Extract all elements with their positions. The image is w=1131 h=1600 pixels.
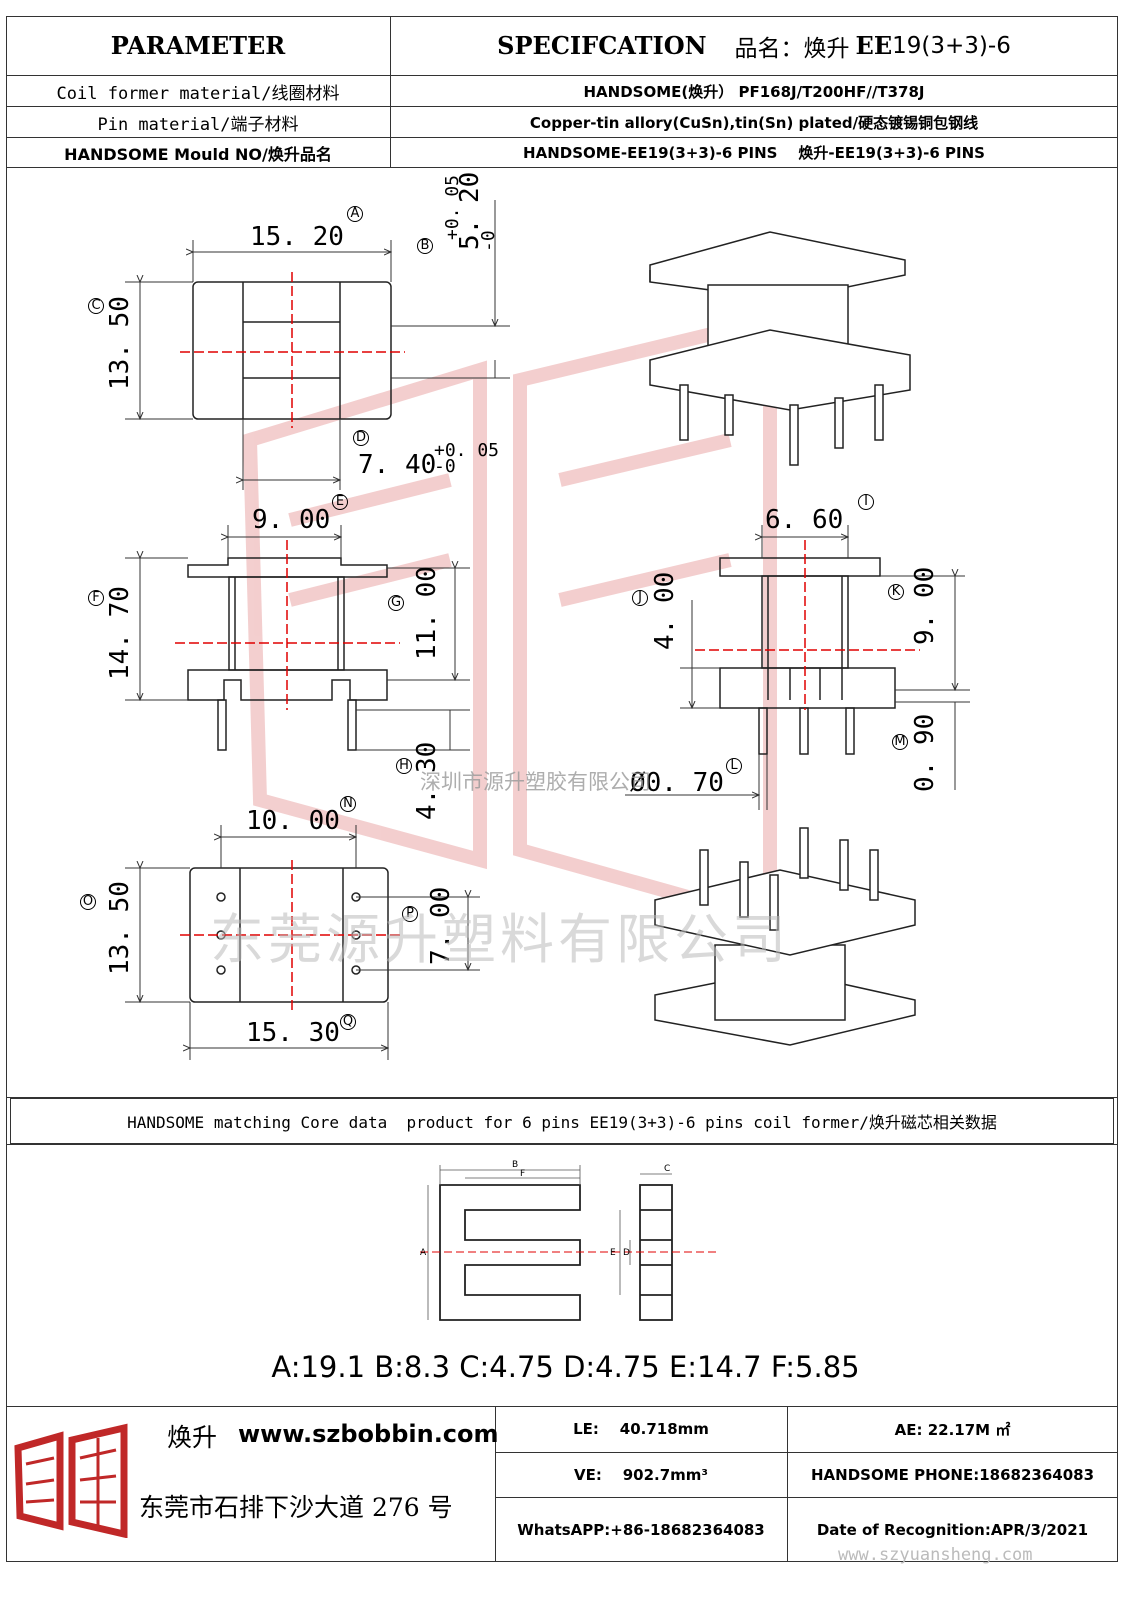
- footer-brand: 焕升: [167, 1423, 218, 1452]
- footer-phone: HANDSOME PHONE:18682364083: [810, 1465, 1095, 1484]
- marker-k: K: [888, 584, 904, 600]
- mould-no-label: HANDSOME Mould NO/焕升品名: [64, 144, 332, 164]
- marker-n: N: [340, 796, 356, 812]
- dim-d-tol-minus: -0: [434, 456, 456, 477]
- footer-ve: VE: 902.7mm³: [573, 1465, 709, 1484]
- side-view: [719, 557, 896, 755]
- marker-h: H: [396, 758, 412, 774]
- core-label-e: E: [610, 1248, 616, 1258]
- front-view-dims: [125, 525, 470, 751]
- marker-m: M: [892, 734, 908, 750]
- parameter-heading: PARAMETER: [110, 31, 286, 60]
- page-frame: [6, 16, 1118, 1562]
- marker-b: B: [417, 238, 433, 254]
- dim-d: 7. 40: [358, 450, 437, 480]
- specification-label: SPECIFCATION: [497, 31, 707, 60]
- isometric-top: [649, 231, 911, 466]
- dim-b-tol-minus: -0: [478, 230, 499, 252]
- brand-logo: [14, 1423, 128, 1538]
- side-view-centerlines: [695, 540, 920, 710]
- dim-a: 15. 20: [250, 222, 344, 252]
- dim-c: 13. 50: [105, 296, 135, 390]
- dim-o: 13. 50: [105, 881, 135, 975]
- dim-k: 9. 00: [910, 566, 940, 645]
- core-label-f: F: [520, 1169, 525, 1179]
- dim-l: Ø0. 70: [630, 768, 724, 798]
- dim-i: 6. 60: [765, 505, 844, 535]
- marker-q: Q: [340, 1014, 356, 1030]
- bottom-view-centerlines: [180, 860, 400, 1010]
- watermark-company-large: 东莞源升塑料有限公司: [210, 908, 790, 971]
- spec-row-coil: Coil former material/线圈材料 HANDSOME(焕升） P…: [6, 76, 1118, 107]
- core-label-b: B: [512, 1160, 518, 1170]
- dim-e: 9. 00: [252, 505, 331, 535]
- dim-f: 14. 70: [105, 586, 135, 680]
- dim-d-tol-plus: +0. 05: [434, 440, 500, 461]
- top-view-centerlines: [180, 272, 405, 428]
- dim-j: 4. 00: [650, 571, 680, 650]
- footer-website: www.szbobbin.com: [238, 1420, 499, 1448]
- dim-m: 0. 90: [910, 713, 940, 792]
- marker-d: D: [353, 430, 369, 446]
- front-view: [187, 557, 388, 751]
- core-section-title: HANDSOME matching Core data product for …: [10, 1098, 1114, 1144]
- core-label-c: C: [664, 1164, 670, 1174]
- marker-c: C: [88, 298, 104, 314]
- footer-address: 东莞市石排下沙大道 276 号: [139, 1493, 453, 1522]
- marker-a: A: [347, 206, 363, 222]
- spec-row-mould: HANDSOME Mould NO/焕升品名 HANDSOME-EE19(3+3…: [6, 138, 1118, 168]
- footer: [6, 1406, 1118, 1562]
- coil-material-value: HANDSOME(焕升） PF168J/T200HF//T378J: [583, 82, 925, 101]
- coil-material-label: Coil former material/线圈材料: [56, 83, 340, 104]
- marker-p: P: [402, 906, 418, 922]
- core-drawing: B F A C D E: [420, 1160, 720, 1321]
- dim-b-tol-plus: +0. 05: [442, 174, 463, 240]
- product-name-model-bold: EE: [855, 31, 893, 60]
- marker-e: E: [332, 494, 348, 510]
- marker-g: G: [388, 595, 404, 611]
- product-name-label: 品名：: [734, 35, 804, 62]
- marker-f: F: [88, 590, 104, 606]
- footer-ae: AE: 22.17M ㎡: [894, 1420, 1011, 1439]
- dim-g: 11. 00: [412, 566, 442, 660]
- footer-whatsapp: WhatsAPP:+86-18682364083: [517, 1520, 765, 1539]
- watermark-website: www.szyuansheng.com: [838, 1545, 1033, 1565]
- core-label-a: A: [420, 1248, 427, 1258]
- bottom-view-dims: [125, 825, 480, 1060]
- marker-j: J: [632, 590, 648, 606]
- side-view-dims: [625, 525, 970, 810]
- marker-o: O: [80, 894, 96, 910]
- mould-no-value: HANDSOME-EE19(3+3)-6 PINS 焕升-EE19(3+3)-6…: [523, 144, 985, 162]
- isometric-bottom: [654, 827, 916, 1046]
- core-values: A:19.1 B:8.3 C:4.75 D:4.75 E:14.7 F:5.85: [271, 1350, 860, 1384]
- footer-le: LE: 40.718mm: [573, 1420, 709, 1438]
- dim-n: 10. 00: [246, 806, 340, 836]
- core-label-d: D: [623, 1248, 630, 1258]
- marker-i: I: [858, 494, 874, 510]
- product-name-model-rest: 19(3+3)-6: [892, 32, 1011, 59]
- spec-row-pin: Pin material/端子材料 Copper-tin allory(CuSn…: [6, 107, 1118, 138]
- watermark-company-small: 深圳市源升塑胶有限公司: [420, 770, 651, 794]
- front-view-centerlines: [175, 540, 400, 710]
- pin-material-label: Pin material/端子材料: [97, 114, 299, 135]
- dim-q: 15. 30: [246, 1018, 340, 1048]
- footer-date: Date of Recognition:APR/3/2021: [816, 1520, 1089, 1539]
- top-view-dims: [125, 200, 510, 490]
- product-name-cn: 焕升: [803, 35, 850, 62]
- marker-l: L: [726, 758, 742, 774]
- pin-material-value: Copper-tin allory(CuSn),tin(Sn) plated/硬…: [529, 113, 979, 132]
